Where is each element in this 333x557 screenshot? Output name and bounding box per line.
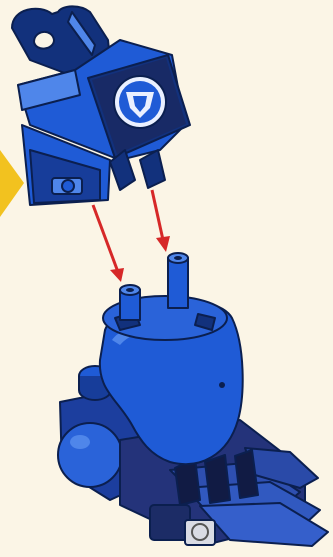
connection-arrows (93, 190, 170, 282)
yellow-arrow-marker-icon (0, 150, 24, 217)
arrow-right-head-icon (156, 236, 170, 252)
hand-assembly (58, 253, 328, 546)
arrow-right (152, 190, 163, 240)
torso-module (12, 6, 190, 205)
arrow-left-head-icon (110, 268, 124, 282)
arrow-left (93, 205, 118, 272)
